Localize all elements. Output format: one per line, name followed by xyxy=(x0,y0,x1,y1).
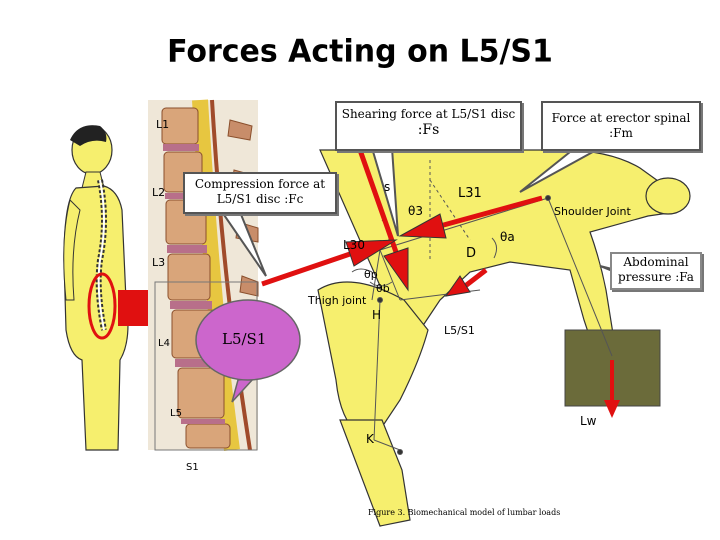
model-lines xyxy=(351,160,613,455)
callout-compression-force: Compression force at L5/S1 disc :Fc xyxy=(183,172,337,214)
spine-anatomy xyxy=(148,99,259,452)
label-shoulder-joint: Shoulder Joint xyxy=(554,205,631,218)
callout-erector-line2: :Fm xyxy=(609,126,633,140)
lifting-body xyxy=(317,149,691,527)
spine-label-l5: L5 xyxy=(170,408,182,419)
bubble-label: L5/S1 xyxy=(222,330,267,348)
callout-abdominal-line2: pressure :Fa xyxy=(618,270,694,284)
label-theta-b: θb xyxy=(376,282,390,295)
label-thigh-joint: Thigh joint xyxy=(308,294,367,307)
label-lw: Lw xyxy=(580,414,597,428)
callout-compression-line2: L5/S1 disc :Fc xyxy=(216,192,304,206)
spine-label-l4: L4 xyxy=(158,338,170,349)
label-k: K xyxy=(366,432,374,446)
label-l31: L31 xyxy=(458,186,482,201)
callout-shearing-line1: Shearing force at L5/S1 disc xyxy=(341,107,516,121)
callout-compression-line1: Compression force at xyxy=(194,177,326,191)
figure-caption: Figure 3. Biomechanical model of lumbar … xyxy=(368,508,561,517)
spine-label-l2: L2 xyxy=(152,186,166,199)
label-d: D xyxy=(466,246,477,261)
label-s: s xyxy=(384,180,391,194)
label-theta-a: θa xyxy=(500,230,515,244)
spine-label-l3: L3 xyxy=(152,256,166,269)
label-l5s1: L5/S1 xyxy=(444,324,475,337)
callout-shearing-force: Shearing force at L5/S1 disc :Fs xyxy=(335,101,522,151)
label-h: H xyxy=(372,308,382,322)
callout-erector-line1: Force at erector spinal xyxy=(551,111,691,125)
label-theta3: θ3 xyxy=(408,204,423,218)
spine-label-s1: S1 xyxy=(186,462,199,473)
spine-label-l1: L1 xyxy=(156,118,170,131)
callout-abdominal-line1: Abdominal xyxy=(623,255,689,269)
standing-figure xyxy=(63,125,129,451)
callout-shearing-line2: :Fs xyxy=(417,122,440,138)
callout-erector-force: Force at erector spinal :Fm xyxy=(541,101,701,151)
label-l30: L30 xyxy=(343,238,365,252)
callout-abdominal-pressure: Abdominal pressure :Fa xyxy=(610,252,702,290)
page-title: Forces Acting on L5/S1 xyxy=(167,33,553,70)
force-arrows xyxy=(261,149,620,418)
l5s1-bubble xyxy=(195,299,301,403)
label-theta-p: θp xyxy=(364,268,378,281)
